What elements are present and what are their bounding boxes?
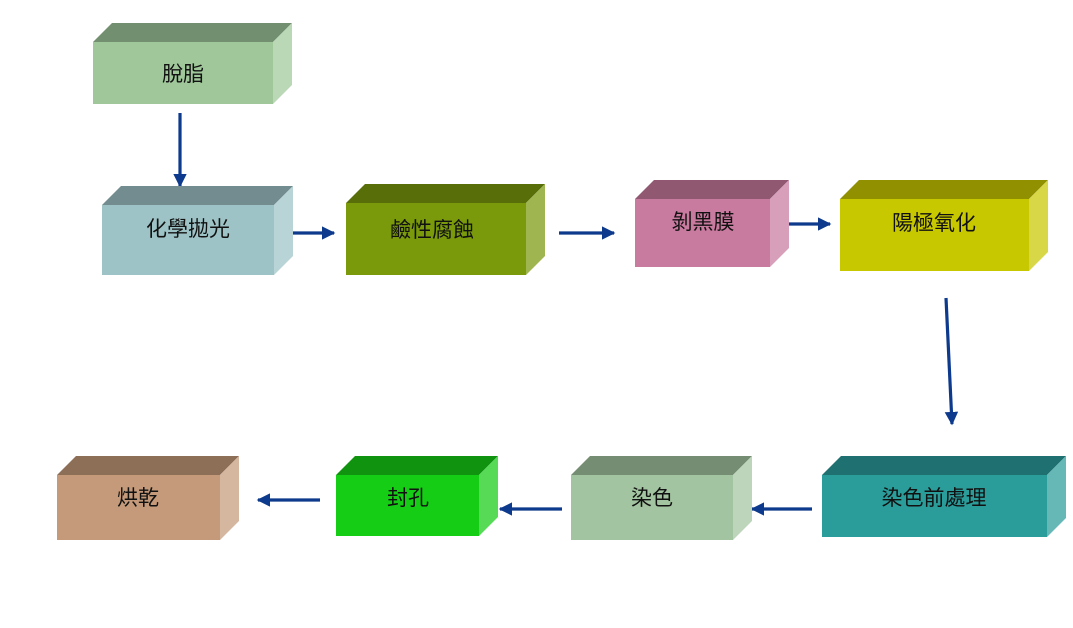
step-box-top-face	[822, 456, 1066, 475]
step-box-dry: 烘乾	[57, 456, 239, 540]
step-box-side-face	[733, 456, 752, 540]
step-label-alkali-etch: 鹼性腐蝕	[390, 218, 474, 242]
step-box-front-face	[346, 203, 526, 275]
step-box-degrease: 脫脂	[93, 23, 292, 104]
step-label-chem-polish: 化學拋光	[146, 217, 230, 241]
step-box-top-face	[635, 180, 789, 199]
step-box-top-face	[57, 456, 239, 475]
step-label-anodize: 陽極氧化	[892, 211, 976, 235]
step-label-desmut: 剝黑膜	[672, 210, 735, 234]
step-box-front-face	[57, 475, 220, 540]
step-label-dry: 烘乾	[117, 486, 159, 510]
step-box-side-face	[1047, 456, 1066, 537]
step-box-pre-dye: 染色前處理	[822, 456, 1066, 537]
step-box-top-face	[346, 184, 545, 203]
step-box-seal: 封孔	[336, 456, 498, 536]
step-box-front-face	[571, 475, 733, 540]
step-box-side-face	[526, 184, 545, 275]
step-box-alkali-etch: 鹼性腐蝕	[346, 184, 545, 275]
step-box-front-face	[822, 475, 1047, 537]
connectors	[173, 113, 959, 516]
step-box-chem-polish: 化學拋光	[102, 186, 293, 275]
step-box-front-face	[840, 199, 1029, 271]
step-box-anodize: 陽極氧化	[840, 180, 1048, 271]
arrow-anodize-to-pre-dye	[944, 297, 959, 426]
step-box-side-face	[220, 456, 239, 540]
step-box-top-face	[840, 180, 1048, 199]
step-box-side-face	[273, 23, 292, 104]
step-box-top-face	[571, 456, 752, 475]
step-box-front-face	[102, 205, 274, 275]
step-box-front-face	[93, 42, 273, 104]
step-box-front-face	[336, 475, 479, 536]
step-box-top-face	[93, 23, 292, 42]
step-box-side-face	[770, 180, 789, 267]
step-box-side-face	[479, 456, 498, 536]
step-label-seal: 封孔	[387, 486, 429, 510]
step-label-dye: 染色	[631, 486, 673, 510]
step-box-top-face	[336, 456, 498, 475]
step-label-degrease: 脫脂	[162, 62, 204, 86]
step-label-pre-dye: 染色前處理	[882, 486, 987, 510]
step-box-front-face	[635, 199, 770, 267]
step-box-top-face	[102, 186, 293, 205]
step-box-desmut: 剝黑膜	[635, 180, 789, 267]
step-box-side-face	[1029, 180, 1048, 271]
step-box-dye: 染色	[571, 456, 752, 540]
step-box-side-face	[274, 186, 293, 275]
